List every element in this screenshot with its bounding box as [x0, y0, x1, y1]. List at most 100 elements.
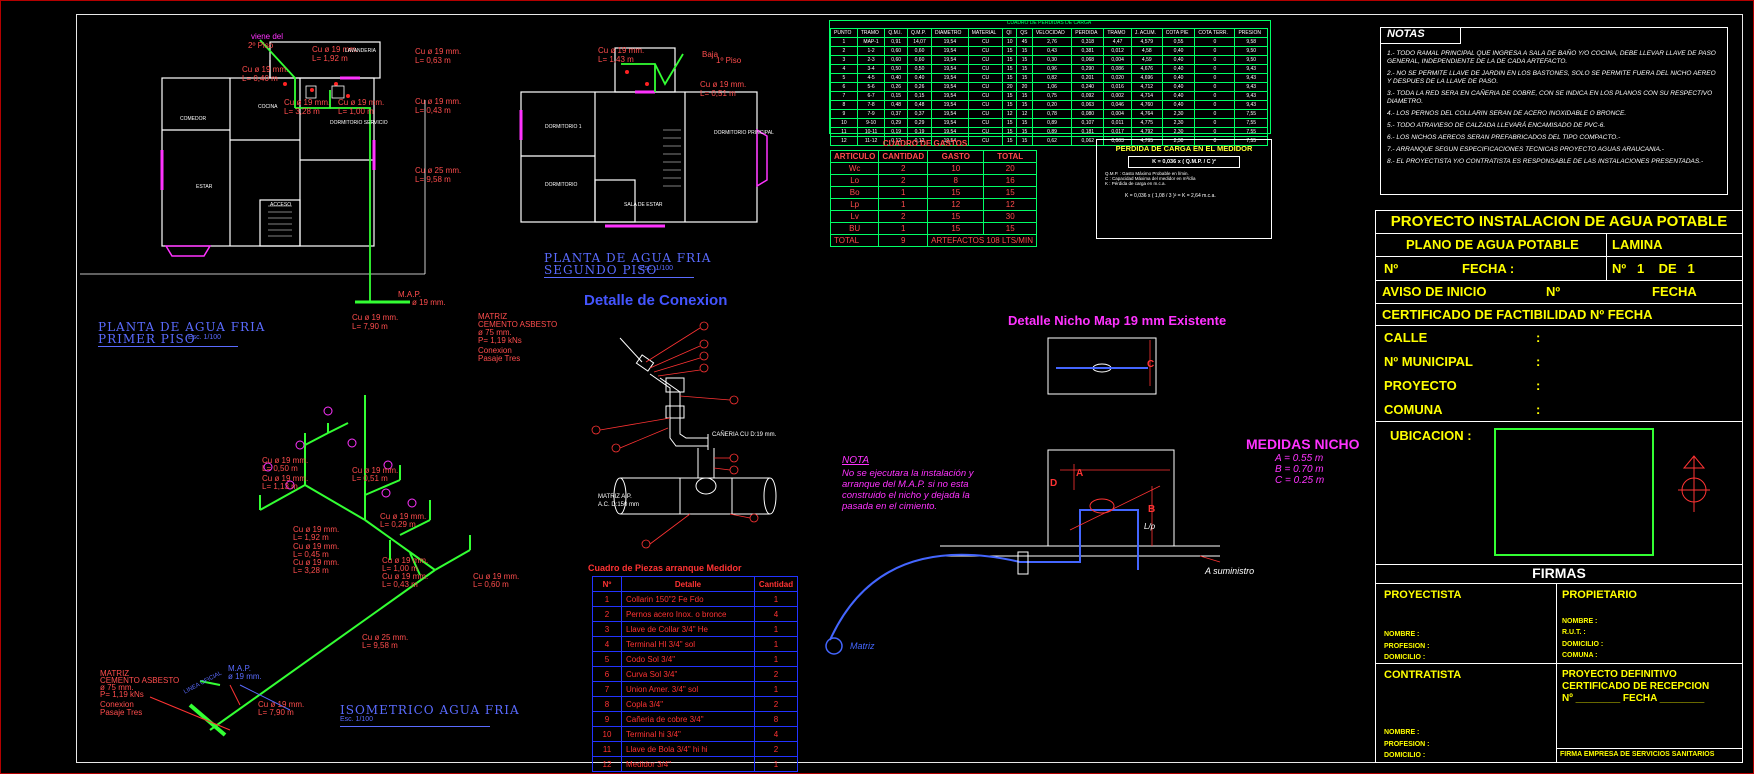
perdidas-cell: 4,696: [1130, 73, 1163, 83]
pieces-cell-detalle: Curva Sol 3/4": [621, 666, 755, 682]
notas-item: 3.- TODA LA RED SERA EN CAÑERIA DE COBRE…: [1387, 90, 1713, 105]
perdidas-cell: 0,40: [1161, 82, 1196, 92]
tb-contratista: CONTRATISTA: [1384, 669, 1462, 681]
nicho-lip: L/p: [1144, 522, 1156, 531]
plan1-label-cu-f: Cu ø 19 mm.: [415, 97, 462, 106]
perdidas-cell: 19,54: [931, 91, 969, 101]
tb-firmas-hdivider: [1376, 663, 1742, 664]
tb-lamina: LAMINA: [1612, 237, 1663, 252]
pieces-cell-n: 4: [592, 636, 622, 652]
perdidas-cell: 0,016: [1103, 82, 1132, 92]
perdidas-cell: 0,318: [1071, 37, 1105, 47]
tb-row-ubicacion: UBICACION :: [1376, 421, 1742, 565]
pieces-cell-cantidad: 1: [754, 651, 798, 667]
iso-label-16: Cu ø 19 mm.: [382, 572, 429, 581]
perdidas-cell: 4,579: [1130, 37, 1163, 47]
perdidas-cell: CU: [967, 82, 1004, 92]
plan1-label-len-e: L= 0,63 m: [415, 56, 451, 65]
pieces-cell-n: 2: [592, 606, 622, 622]
gastos-cell: 2: [878, 174, 929, 187]
perdidas-cell: 0,062: [1071, 136, 1105, 146]
perdidas-cell: 2,30: [1161, 118, 1196, 128]
perdidas-cell: 0,40: [906, 73, 933, 83]
room-estar: ESTAR: [196, 184, 213, 190]
perdidas-cell: 0,40: [1161, 73, 1196, 83]
medidor-c: C : Capacidad Máxima del medidor en m³/d…: [1105, 176, 1196, 181]
perdidas-cell: 9,50: [1234, 46, 1268, 56]
perdidas-cell: 45: [1016, 37, 1033, 47]
nicho-title: Detalle Nicho Map 19 mm Existente: [1008, 313, 1227, 328]
perdidas-cell: 0,046: [1103, 100, 1132, 110]
plan1-title-line1: PLANTA DE AGUA FRIA: [98, 320, 266, 334]
tb-ubicacion-box: [1494, 428, 1654, 556]
perdidas-cell: 2,76: [1031, 37, 1073, 47]
perdidas-cell: 0,181: [1071, 127, 1105, 137]
iso-label-15: L= 1,00 m: [382, 564, 418, 573]
tb-definitivo1: PROYECTO DEFINITIVO: [1562, 669, 1677, 680]
tb-o-domicilio: DOMICILIO :: [1562, 641, 1604, 648]
nota-line-2: construido el nicho y dejada la: [842, 490, 970, 501]
tb-lamina-n: Nº 1 DE 1: [1612, 261, 1695, 276]
perdidas-cell: 4,712: [1130, 82, 1163, 92]
perdidas-cell: 12: [1016, 109, 1033, 119]
tb-municipal: Nº MUNICIPAL: [1384, 354, 1474, 369]
perdidas-cell: 4,760: [1130, 100, 1163, 110]
pieces-cell-detalle: Codo Sol 3/4": [621, 651, 755, 667]
nota-text: No se ejecutara la instalación y arranqu…: [842, 468, 974, 512]
perdidas-cell: 0,29: [906, 118, 933, 128]
gastos-cell: 1: [878, 186, 929, 199]
pieces-cell-detalle: Copla 3/4": [621, 696, 755, 712]
room-dorm2: DORMITORIO: [545, 182, 578, 188]
gastos-cell: 12: [927, 198, 985, 211]
plan1-scale: Esc. 1/100: [188, 334, 222, 341]
perdidas-header-cell: PRESION: [1234, 28, 1268, 38]
perdidas-header-cell: VELOCIDAD: [1031, 28, 1073, 38]
pieces-cell-cantidad: 2: [754, 741, 798, 757]
iso-label-5: L= 0,51 m: [352, 474, 388, 483]
perdidas-cell: 1,06: [1031, 82, 1073, 92]
perdidas-cell: 0,82: [1031, 73, 1073, 83]
perdidas-cell: 4-5: [856, 73, 886, 83]
pieces-cell-detalle: Pernos acero Inox. o bronce: [621, 606, 755, 622]
plan1-label-viene: viene del: [251, 32, 284, 41]
plan2-label-len-b: L= 0,51 m: [700, 89, 736, 98]
perdidas-cell: 0,15: [884, 91, 908, 101]
perdidas-cell: 2: [830, 46, 858, 56]
perdidas-cell: CU: [967, 37, 1004, 47]
perdidas-cell: 4,795: [1130, 136, 1163, 146]
perdidas-cell: 15: [1016, 55, 1033, 65]
tb-row-address: CALLE : Nº MUNICIPAL : PROYECTO : COMUNA…: [1376, 325, 1742, 422]
perdidas-cell: 5: [830, 73, 858, 83]
tb-aviso-fecha: FECHA: [1652, 284, 1697, 299]
notas-item: 5.- TODO ATRAVIESO DE CALZADA LLEVARÁ EN…: [1387, 122, 1606, 129]
north-arrow-icon: [1678, 455, 1710, 512]
perdidas-cell: 0,011: [1103, 118, 1132, 128]
plan1-label-matriz3: ø 75 mm.: [478, 328, 512, 337]
perdidas-cell: 0,080: [1071, 109, 1105, 119]
room-lavanderia: LAVANDERIA: [345, 48, 376, 54]
perdidas-cell: 15: [1016, 73, 1033, 83]
perdidas-cell: 15: [1002, 136, 1018, 146]
gastos-cell: 1: [878, 198, 929, 211]
perdidas-cell: 19,54: [931, 64, 969, 74]
pieces-cell-n: 11: [592, 741, 622, 757]
tb-p-domicilio: DOMICILIO :: [1384, 654, 1426, 661]
perdidas-cell: 0: [1194, 136, 1236, 146]
perdidas-cell: 9,43: [1234, 91, 1268, 101]
medidor-result: K = 0,036 x ( 1,08 / 3 )² = K = 2,64 m.c…: [1125, 193, 1216, 199]
tb-aviso: AVISO DE INICIO: [1382, 284, 1487, 299]
perdidas-cell: 15: [1002, 55, 1018, 65]
perdidas-cell: 2,30: [1161, 109, 1196, 119]
perdidas-header-cell: TRAMO: [856, 28, 886, 38]
tb-colon-3: :: [1536, 378, 1541, 393]
iso-label-matriz4: P= 1,19 kNs: [100, 690, 144, 699]
medidas-title: MEDIDAS NICHO: [1246, 436, 1360, 452]
